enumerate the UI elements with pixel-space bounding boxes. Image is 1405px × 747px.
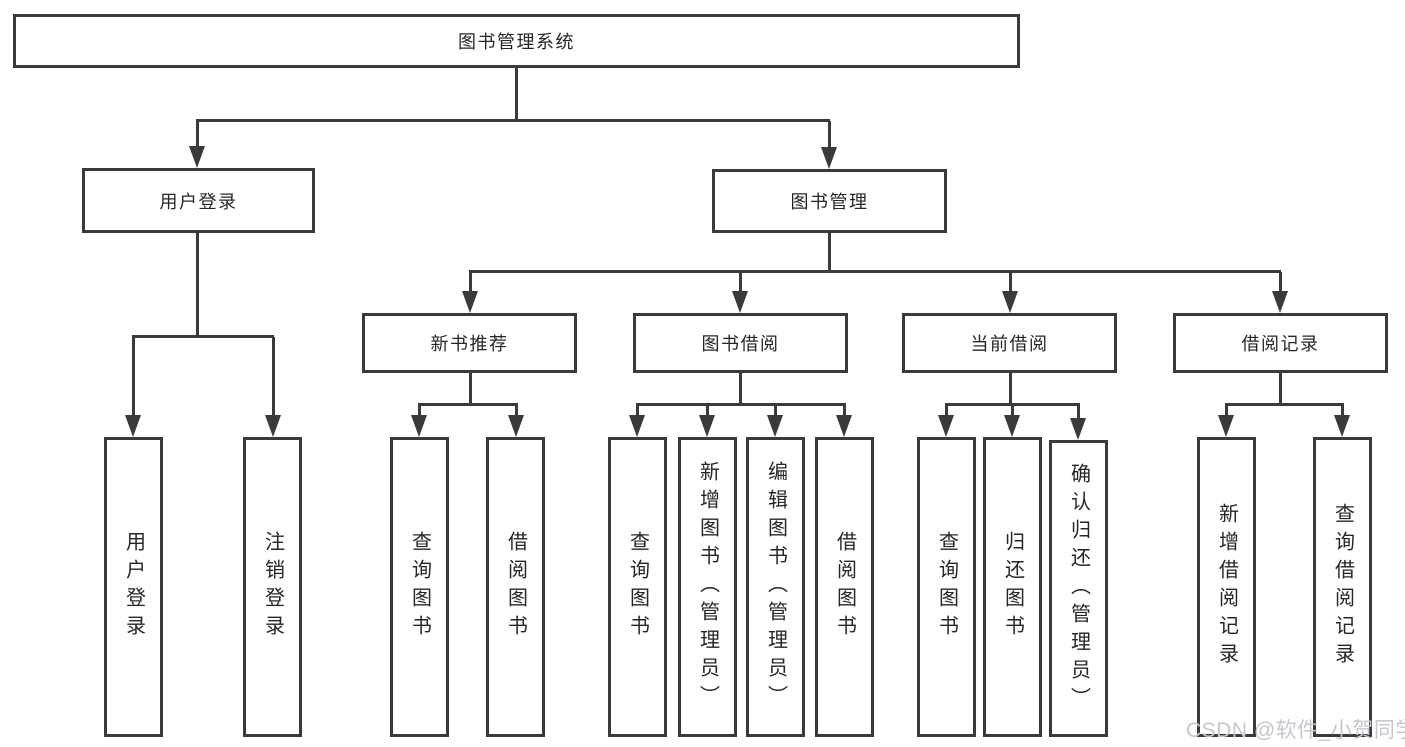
connector-arrow: [1334, 405, 1350, 437]
connector-arrow: [821, 121, 837, 169]
leaf-add-book-admin: 新增图书（管理员）: [678, 437, 737, 737]
connector-line: [636, 403, 846, 406]
node-label: 注销登录: [261, 531, 284, 643]
leaf-add-borrow-record: 新增借阅记录: [1197, 437, 1256, 737]
node-label: 用户登录: [159, 191, 238, 212]
connector-arrow: [1002, 272, 1018, 313]
leaf-return-book: 归还图书: [983, 437, 1042, 737]
leaf-query-books-recommend: 查询图书: [390, 437, 449, 737]
connector-arrow: [508, 405, 524, 437]
leaf-borrow-books: 借阅图书: [815, 437, 874, 737]
connector-line: [469, 270, 1281, 273]
node-current-borrowing: 当前借阅: [902, 313, 1117, 373]
node-new-book-recommendation: 新书推荐: [362, 313, 577, 373]
connector-arrow: [462, 272, 478, 313]
node-label: 新增借阅记录: [1215, 503, 1238, 671]
connector-arrow: [1070, 405, 1086, 440]
connector-line: [1279, 373, 1282, 405]
connector-arrow: [732, 272, 748, 313]
node-label: 当前借阅: [970, 334, 1049, 354]
connector-line: [469, 373, 472, 405]
connector-line: [739, 373, 742, 405]
connector-arrow: [411, 405, 427, 437]
node-label: 新书推荐: [430, 334, 509, 354]
node-label: 借阅图书: [504, 531, 527, 643]
connector-arrow: [1004, 405, 1020, 437]
connector-arrow: [938, 405, 954, 437]
connector-line: [132, 335, 274, 338]
connector-line: [196, 233, 199, 337]
connector-arrow: [125, 337, 141, 437]
leaf-borrow-books-recommend: 借阅图书: [486, 437, 545, 737]
connector-arrow: [767, 405, 783, 437]
connector-arrow: [1272, 272, 1288, 313]
leaf-confirm-return-admin: 确认归还（管理员）: [1049, 440, 1108, 737]
node-label: 查询借阅记录: [1331, 503, 1354, 671]
node-label: 图书管理: [790, 192, 869, 212]
node-label: 借阅记录: [1241, 334, 1320, 354]
node-label: 归还图书: [1001, 531, 1024, 643]
node-borrowing-records: 借阅记录: [1173, 313, 1388, 373]
leaf-query-borrow-record: 查询借阅记录: [1313, 437, 1372, 737]
node-label: 查询图书: [626, 531, 649, 643]
leaf-edit-book-admin: 编辑图书（管理员）: [746, 437, 805, 737]
leaf-user-login: 用户登录: [104, 437, 163, 737]
node-label: 查询图书: [408, 531, 431, 643]
node-label: 查询图书: [935, 531, 958, 643]
node-book-borrowing: 图书借阅: [633, 313, 848, 373]
node-label: 图书借阅: [701, 334, 780, 354]
connector-arrow: [265, 337, 281, 437]
connector-line: [1009, 373, 1012, 405]
node-book-management: 图书管理: [712, 169, 947, 233]
node-library-system: 图书管理系统: [13, 14, 1020, 68]
node-label: 确认归还（管理员）: [1067, 462, 1090, 715]
node-label: 编辑图书（管理员）: [764, 461, 787, 713]
connector-line: [1225, 403, 1344, 406]
leaf-query-books-current: 查询图书: [917, 437, 976, 737]
node-label: 用户登录: [122, 531, 145, 643]
connector-line: [828, 233, 831, 272]
csdn-watermark: CSDN @软件_小贺同学: [1186, 719, 1405, 742]
connector-arrow: [189, 121, 205, 168]
connector-arrow: [836, 405, 852, 437]
connector-arrow: [1218, 405, 1234, 437]
node-label: 新增图书（管理员）: [696, 461, 719, 713]
node-label: 借阅图书: [833, 531, 856, 643]
leaf-query-books-borrowing: 查询图书: [608, 437, 667, 737]
leaf-logout: 注销登录: [243, 437, 302, 737]
connector-line: [418, 403, 518, 406]
connector-arrow: [699, 405, 715, 437]
connector-line: [196, 119, 830, 122]
connector-line: [945, 403, 1080, 406]
node-user-login: 用户登录: [82, 168, 315, 233]
connector-arrow: [629, 405, 645, 437]
node-label: 图书管理系统: [458, 32, 575, 52]
connector-line: [515, 68, 518, 121]
